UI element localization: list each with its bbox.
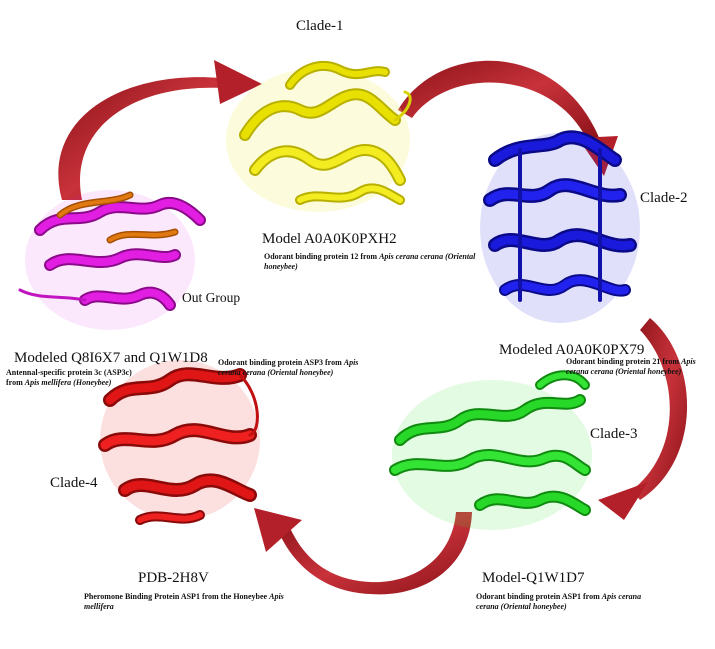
outgroup-description-right: Odorant binding protein ASP3 from Apis c… bbox=[218, 358, 378, 378]
arrow-clade2-to-clade3 bbox=[598, 318, 688, 520]
clade2-label: Clade-2 bbox=[640, 190, 688, 206]
clade1-description-text: Odorant binding protein 12 from bbox=[264, 252, 378, 261]
clade3-description-text: Odorant binding protein ASP1 from bbox=[476, 592, 600, 601]
outgroup-model-name: Modeled Q8I6X7 and Q1W1D8 bbox=[14, 350, 208, 366]
outgroup-description-left: Antennal-specific protein 3c (ASP3c) fro… bbox=[6, 368, 146, 388]
protein-structure-outgroup bbox=[18, 190, 206, 330]
clade4-description-text: Pheromone Binding Protein ASP1 from the … bbox=[84, 592, 268, 601]
protein-structure-clade3 bbox=[389, 370, 592, 530]
protein-structure-clade2 bbox=[480, 130, 640, 323]
arrow-outgroup-to-clade1 bbox=[58, 60, 262, 200]
clade3-description: Odorant binding protein ASP1 from Apis c… bbox=[476, 592, 656, 612]
clade1-label: Clade-1 bbox=[296, 18, 344, 34]
clade3-description-species: Apis cerana cerana (Oriental honeybee) bbox=[476, 592, 642, 611]
arrow-clade3-to-clade4 bbox=[254, 508, 472, 595]
clade2-model-name: Modeled A0A0K0PX79 bbox=[499, 342, 645, 358]
clade4-label: Clade-4 bbox=[50, 475, 98, 491]
outgroup-description-right-species: Apis cerana cerana (Oriental honeybee) bbox=[218, 358, 359, 377]
outgroup-description-left-species: Apis mellifera (Honeybee) bbox=[24, 378, 112, 387]
clade4-description-species: Apis mellifera bbox=[84, 592, 284, 611]
clade1-description-species: Apis cerana cerana (Oriental honeybee) bbox=[264, 252, 476, 271]
clade1-model-name: Model A0A0K0PXH2 bbox=[262, 231, 397, 247]
clade3-label: Clade-3 bbox=[590, 426, 638, 442]
clade1-description: Odorant binding protein 12 from Apis cer… bbox=[264, 252, 504, 272]
clade4-description: Pheromone Binding Protein ASP1 from the … bbox=[84, 592, 284, 612]
clade2-description: Odorant binding protein 21 from Apis cer… bbox=[566, 357, 712, 377]
protein-structure-clade1 bbox=[226, 61, 412, 212]
outgroup-description-left-text: Antennal-specific protein 3c (ASP3c) fro… bbox=[6, 368, 132, 387]
outgroup-label: Out Group bbox=[182, 290, 241, 305]
clade3-model-name: Model-Q1W1D7 bbox=[482, 570, 585, 586]
protein-structure-clade4 bbox=[98, 360, 260, 525]
clade4-model-name: PDB-2H8V bbox=[138, 570, 209, 586]
outgroup-description-right-text: Odorant binding protein ASP3 from bbox=[218, 358, 342, 367]
clade2-description-species: Apis cerana cerana (Oriental honeybee) bbox=[566, 357, 696, 376]
clade2-description-text: Odorant binding protein 21 from bbox=[566, 357, 680, 366]
